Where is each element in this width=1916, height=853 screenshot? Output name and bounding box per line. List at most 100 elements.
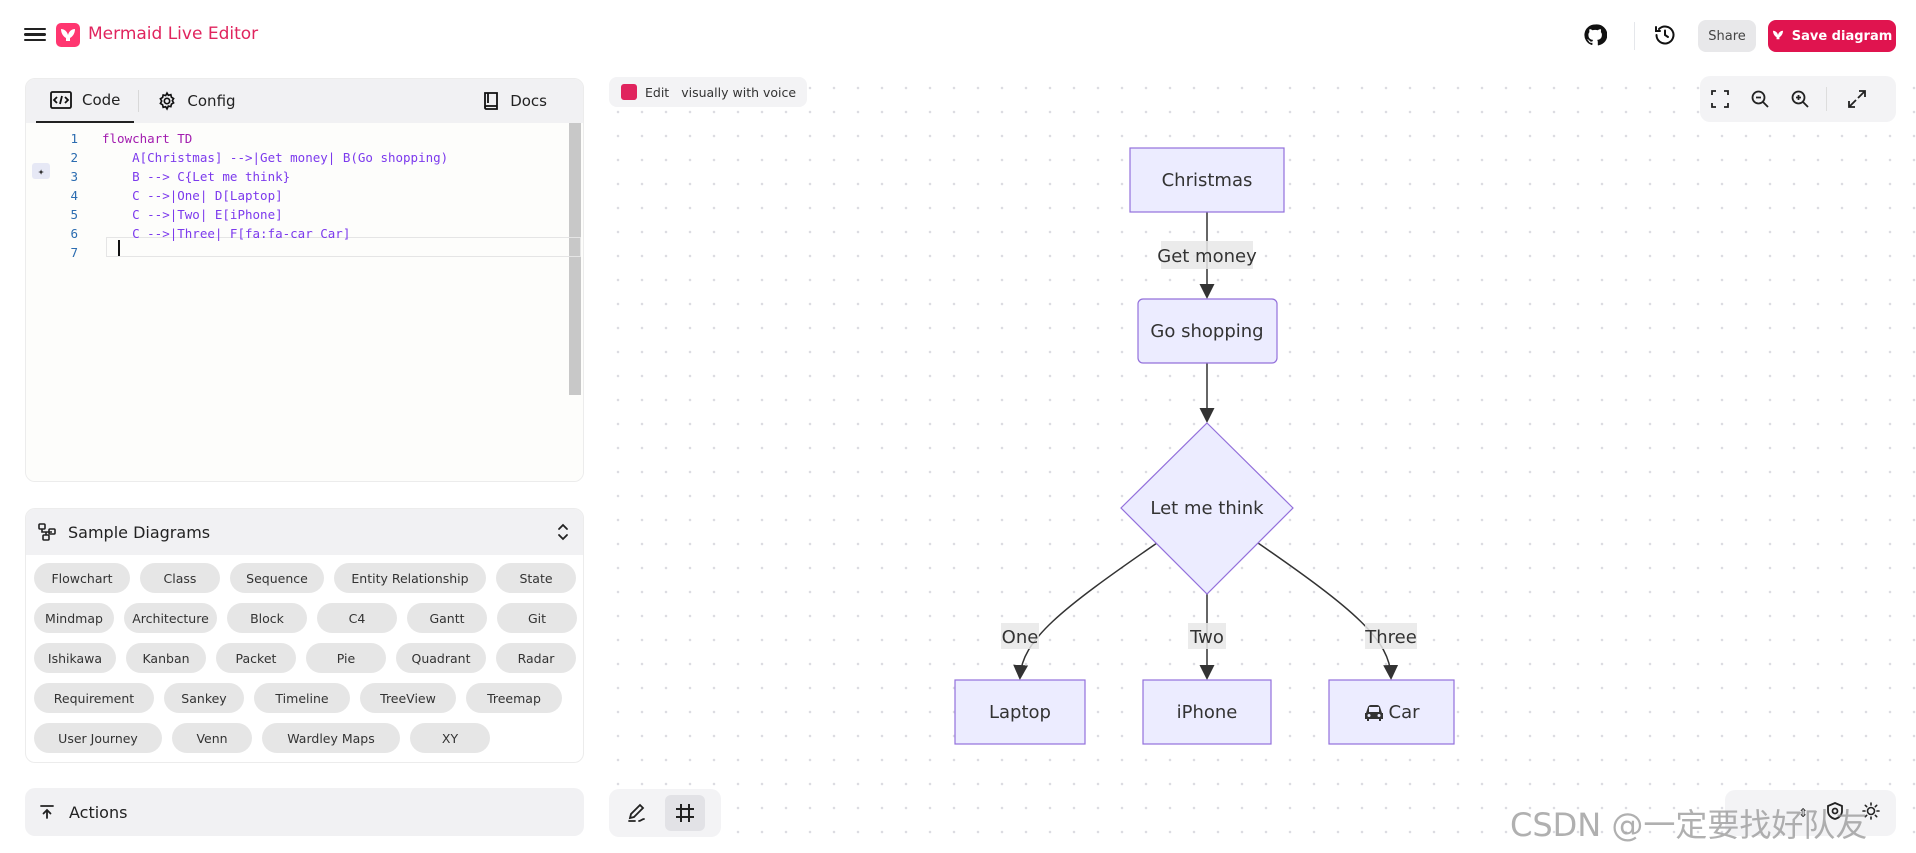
sample-diagrams-panel: Sample Diagrams Flowchart Class Sequence En…	[25, 508, 584, 763]
ai-sparkle-icon[interactable]: ✦	[32, 163, 50, 179]
menu-icon[interactable]	[24, 25, 46, 45]
code-line: 5 C -->|Two| E[iPhone]	[26, 205, 583, 224]
watermark: CSDN @一定要找好队友	[1510, 806, 1868, 844]
sample-chip-class[interactable]: Class	[140, 563, 220, 593]
code-text: C -->|Two| E[iPhone]	[102, 207, 283, 222]
code-text: A[Christmas] -->|Get money| B(Go shoppin…	[102, 150, 449, 165]
sample-chip-treemap[interactable]: Treemap	[466, 683, 562, 713]
share-button[interactable]: Share	[1698, 20, 1756, 52]
save-diagram-label: Save diagram	[1791, 28, 1893, 44]
code-line: 1 flowchart TD	[26, 129, 583, 148]
sample-chip-sequence[interactable]: Sequence	[230, 563, 324, 593]
code-textarea[interactable]: ✦ 1 flowchart TD 2 A[Christmas] -->|Get …	[26, 123, 583, 481]
sample-chip-block[interactable]: Block	[227, 603, 307, 633]
code-text: C -->|Three| F[fa:fa-car Car]	[102, 226, 351, 241]
line-number: 4	[70, 188, 78, 203]
tab-docs-label: Docs	[510, 92, 547, 110]
fit-screen-icon[interactable]	[1700, 79, 1740, 119]
sun-icon[interactable]	[1862, 802, 1880, 824]
sample-chip-venn[interactable]: Venn	[172, 723, 252, 753]
sample-chip-ishikawa[interactable]: Ishikawa	[34, 643, 116, 673]
sample-chip-pie[interactable]: Pie	[306, 643, 386, 673]
tab-config-label: Config	[187, 92, 236, 110]
header-divider	[1634, 22, 1635, 50]
sample-chip-kanban[interactable]: Kanban	[126, 643, 206, 673]
mermaid-logo-icon	[56, 23, 80, 47]
sample-chip-entity-relationship[interactable]: Entity Relationship	[334, 563, 486, 593]
code-line: 7	[26, 243, 583, 262]
pan-zoom-icon[interactable]: ⇕	[1797, 806, 1808, 820]
gear-icon	[159, 91, 176, 111]
voice-label: visually with voice	[681, 84, 797, 100]
pencil-edit-icon[interactable]	[617, 795, 657, 831]
app-title[interactable]: Mermaid Live Editor	[88, 24, 259, 44]
book-icon	[484, 92, 499, 110]
sample-chip-git[interactable]: Git	[497, 603, 577, 633]
editor-scrollbar[interactable]	[569, 123, 581, 395]
zoom-out-icon[interactable]	[1740, 79, 1780, 119]
sample-chip-state[interactable]: State	[496, 563, 576, 593]
zoom-toolbar	[1700, 76, 1896, 122]
current-line-highlight	[106, 237, 581, 257]
mermaid-chart-icon	[621, 84, 637, 100]
diagram-icon	[38, 523, 56, 541]
tab-divider	[138, 90, 140, 112]
tab-config[interactable]: Config	[143, 79, 249, 123]
actions-title: Actions	[69, 802, 128, 822]
sample-chip-architecture[interactable]: Architecture	[124, 603, 217, 633]
sample-chip-flowchart[interactable]: Flowchart	[34, 563, 130, 593]
collapse-icon[interactable]	[555, 523, 571, 541]
zoom-in-icon[interactable]	[1780, 79, 1820, 119]
sample-diagrams-header[interactable]: Sample Diagrams	[26, 509, 583, 555]
line-number: 3	[70, 169, 78, 184]
tab-code-label: Code	[82, 91, 121, 109]
line-number: 1	[70, 131, 78, 146]
code-editor-panel: Code Config Docs ✦ 1 flowchart TD 2 A[Ch…	[25, 78, 584, 482]
save-diagram-button[interactable]: Save diagram	[1768, 20, 1896, 52]
sample-chip-quadrant[interactable]: Quadrant	[396, 643, 486, 673]
sample-chip-treeview[interactable]: TreeView	[360, 683, 456, 713]
diagram-canvas[interactable]	[600, 70, 1916, 853]
sample-chip-c4[interactable]: C4	[317, 603, 397, 633]
history-icon[interactable]	[1653, 23, 1677, 47]
code-text: C -->|One| D[Laptop]	[102, 188, 283, 203]
sample-chip-mindmap[interactable]: Mindmap	[34, 603, 114, 633]
sample-diagram-list: Flowchart Class Sequence Entity Relationshi…	[26, 555, 578, 762]
code-line: 6 C -->|Three| F[fa:fa-car Car]	[26, 224, 583, 243]
code-icon	[50, 91, 72, 109]
code-line: 4 C -->|One| D[Laptop]	[26, 186, 583, 205]
code-text: flowchart TD	[102, 131, 193, 146]
editor-tabs: Code Config Docs	[26, 79, 583, 123]
shield-icon[interactable]	[1826, 802, 1844, 824]
canvas-bottom-toolbar	[609, 789, 721, 837]
canvas-bottom-right-toolbar: ⇕	[1725, 790, 1896, 836]
sample-chip-packet[interactable]: Packet	[216, 643, 296, 673]
line-number: 5	[70, 207, 78, 222]
sample-chip-radar[interactable]: Radar	[496, 643, 576, 673]
sample-chip-requirement[interactable]: Requirement	[34, 683, 154, 713]
text-caret	[118, 240, 120, 256]
line-number: 2	[70, 150, 78, 165]
mermaid-small-icon	[1772, 29, 1784, 44]
github-icon[interactable]	[1583, 23, 1608, 47]
code-text: B --> C{Let me think}	[102, 169, 291, 184]
sample-chip-timeline[interactable]: Timeline	[254, 683, 350, 713]
tab-code[interactable]: Code	[36, 79, 135, 123]
sample-chip-user-journey[interactable]: User Journey	[34, 723, 162, 753]
code-line: 2 A[Christmas] -->|Get money| B(Go shopp…	[26, 148, 583, 167]
edit-visually-voice-button[interactable]: Edit visually with voice	[609, 77, 807, 107]
line-number: 7	[70, 245, 78, 260]
actions-panel[interactable]: Actions	[25, 788, 584, 836]
grid-icon[interactable]	[665, 795, 705, 831]
top-bar: Mermaid Live Editor Share Save diagram	[0, 0, 1916, 70]
sample-chip-gantt[interactable]: Gantt	[407, 603, 487, 633]
sample-chip-xy[interactable]: XY	[410, 723, 490, 753]
sample-chip-sankey[interactable]: Sankey	[164, 683, 244, 713]
sample-chip-wardley-maps[interactable]: Wardley Maps	[262, 723, 400, 753]
upload-icon	[40, 805, 54, 819]
edit-label: Edit	[645, 84, 670, 100]
tab-docs[interactable]: Docs	[468, 79, 561, 123]
code-line: 3 B --> C{Let me think}	[26, 167, 583, 186]
line-number: 6	[70, 226, 78, 241]
expand-icon[interactable]	[1837, 79, 1877, 119]
